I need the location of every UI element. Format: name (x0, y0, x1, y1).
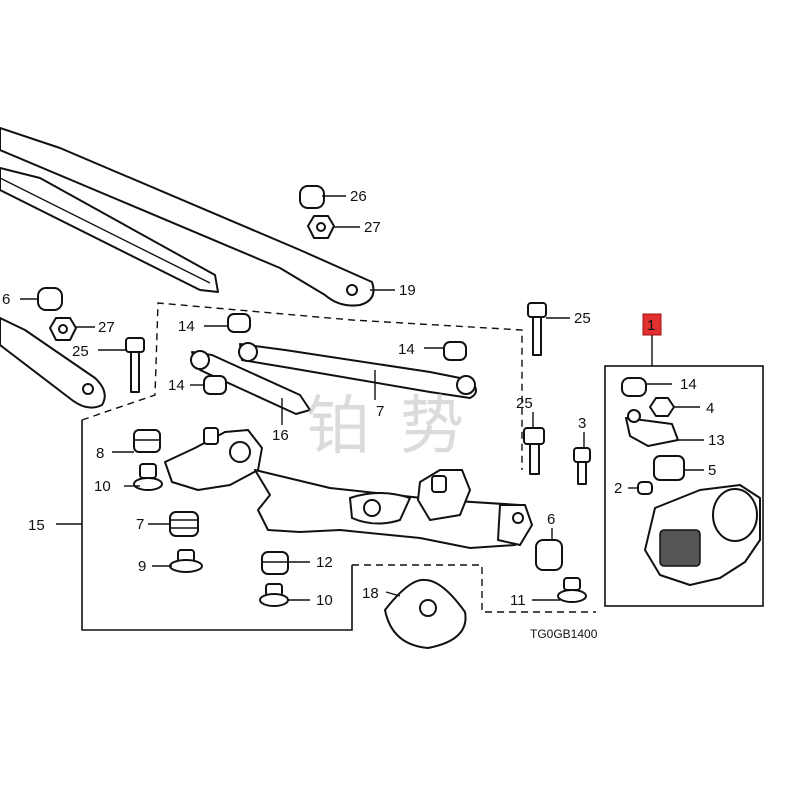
nut-27-left (49, 317, 77, 341)
callout-14-c: 14 (168, 377, 185, 394)
callout-14-b: 14 (398, 341, 415, 358)
callout-16: 16 (272, 427, 289, 444)
collar-10-lower (259, 583, 289, 607)
leader-lines (20, 195, 704, 601)
callout-2: 2 (614, 480, 622, 497)
callout-15: 15 (28, 517, 45, 534)
nut-4 (649, 397, 675, 417)
callout-11: 11 (510, 592, 526, 609)
bolt-25-mid (523, 427, 545, 475)
callout-4: 4 (706, 400, 714, 417)
watermark-char-1: 铂 (306, 390, 370, 464)
bushing-8 (133, 429, 161, 453)
callout-10-left: 10 (94, 478, 111, 495)
box-1-frame (604, 365, 764, 607)
callout-19: 19 (399, 282, 416, 299)
wiper-arm-19 (0, 127, 375, 307)
callout-8: 8 (96, 445, 104, 462)
callout-13: 13 (708, 432, 725, 449)
bushing-5 (653, 455, 685, 481)
grommet-14-c (203, 375, 227, 395)
cap-26 (299, 185, 325, 209)
bushing-6-right (535, 539, 563, 571)
wiper-arm-lower (0, 317, 106, 409)
pivot-right (417, 469, 471, 521)
callout-12: 12 (316, 554, 333, 571)
wiper-motor (644, 484, 761, 586)
callout-5: 5 (708, 462, 716, 479)
collar-11 (557, 577, 587, 603)
box-15-frame (81, 420, 353, 631)
callout-6-right: 6 (547, 511, 555, 528)
linkage-arm-right (497, 504, 533, 546)
grommet-14-a (227, 313, 251, 333)
bolt-25-top (527, 302, 547, 356)
linkage-rod-lower (190, 350, 311, 415)
cap-6-left (37, 287, 63, 311)
callout-1-highlight (642, 313, 662, 336)
wiper-blade (0, 167, 219, 293)
callout-27-top: 27 (364, 219, 381, 236)
seal-18 (384, 578, 467, 649)
callout-25-mid: 25 (516, 395, 533, 412)
watermark-char-2: 势 (400, 390, 464, 464)
bushing-7 (169, 511, 199, 537)
collar-10-left (133, 463, 163, 491)
grommet-14-d (621, 377, 647, 397)
callout-27-left: 27 (98, 319, 115, 336)
callout-9: 9 (138, 558, 146, 575)
link-13 (625, 409, 679, 447)
grommet-14-b (443, 341, 467, 361)
callout-3: 3 (578, 415, 586, 432)
callout-18: 18 (362, 585, 379, 602)
nut-27-top (307, 215, 335, 239)
callout-1: 1 (647, 317, 655, 334)
bolt-3 (573, 447, 591, 485)
washer-9 (169, 549, 203, 573)
linkage-frame (254, 469, 529, 549)
callout-10-lower: 10 (316, 592, 333, 609)
callout-7-top: 7 (376, 403, 384, 420)
bolt-25-left (125, 337, 145, 393)
bushing-12 (261, 551, 289, 575)
box-15-dashed-top (81, 302, 523, 470)
callout-14-a: 14 (178, 318, 195, 335)
callout-6-left: 6 (2, 291, 10, 308)
callout-25-top: 25 (574, 310, 591, 327)
callout-14-d: 14 (680, 376, 697, 393)
callout-26: 26 (350, 188, 367, 205)
linkage-rod-upper (238, 342, 477, 399)
diagram-code: TG0GB1400 (530, 627, 598, 641)
callout-25-left: 25 (72, 343, 89, 360)
cap-2 (637, 481, 653, 495)
box-15-dashed-right (352, 564, 596, 613)
callout-7-left: 7 (136, 516, 144, 533)
pivot-left (164, 427, 263, 491)
